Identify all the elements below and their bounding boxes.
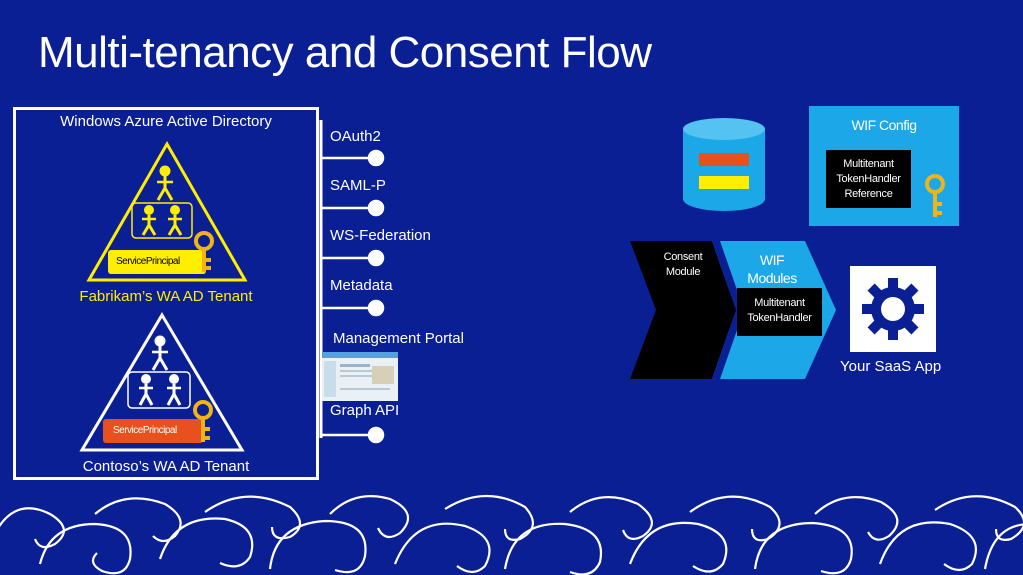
wif-config-title: WIF Config xyxy=(851,117,917,133)
consent-module-chevron xyxy=(630,241,736,379)
portal-screenshot-thumbnail xyxy=(322,352,398,401)
endpoint-dot xyxy=(367,249,385,267)
endpoint-dot xyxy=(367,426,385,444)
endpoint-dot xyxy=(367,299,385,317)
fabrikam-service-principal-label: ServicePrincipal xyxy=(116,256,180,267)
azure-ad-box xyxy=(13,107,319,480)
protocol-graph-api: Graph API xyxy=(330,402,400,419)
database-icon xyxy=(683,118,765,211)
saas-app-label: Your SaaS App xyxy=(840,358,942,375)
protocol-management-portal: Management Portal xyxy=(333,330,464,347)
gear-icon xyxy=(862,278,924,340)
group-icon xyxy=(138,374,182,406)
contoso-tenant-triangle xyxy=(79,312,245,452)
azure-ad-label: Windows Azure Active Directory xyxy=(60,113,272,130)
token-handler-box xyxy=(737,288,822,336)
group-icon xyxy=(141,205,183,236)
key-icon xyxy=(193,400,213,442)
fabrikam-tenant-triangle xyxy=(86,140,248,282)
endpoint-dot xyxy=(367,199,385,217)
key-icon xyxy=(194,231,214,272)
protocol-oauth2: OAuth2 xyxy=(330,128,381,145)
protocol-ws-federation: WS-Federation xyxy=(330,227,431,244)
key-icon xyxy=(925,174,945,217)
consent-module-label: Consent Module xyxy=(663,251,703,278)
token-handler-reference-label: Multitenant TokenHandler Reference xyxy=(836,158,901,200)
protocol-connectors xyxy=(319,120,385,444)
endpoint-dot xyxy=(367,149,385,167)
contoso-tenant-label: Contoso’s WA AD Tenant xyxy=(82,458,250,475)
person-icon xyxy=(156,165,174,201)
contoso-service-principal-label: ServicePrincipal xyxy=(113,425,177,436)
token-handler-reference-box xyxy=(826,150,911,208)
service-principal-badge xyxy=(103,419,203,443)
token-handler-label: Multitenant TokenHandler xyxy=(747,297,812,324)
service-principal-badge xyxy=(108,250,206,274)
person-icon xyxy=(151,335,169,371)
decorative-cloud-border xyxy=(0,494,1023,575)
protocol-saml-p: SAML-P xyxy=(330,177,386,194)
slide-title: Multi-tenancy and Consent Flow xyxy=(38,28,652,77)
wif-modules-label: WIF Modules xyxy=(747,252,797,286)
protocol-metadata: Metadata xyxy=(330,277,393,294)
fabrikam-tenant-label: Fabrikam’s WA AD Tenant xyxy=(79,288,253,305)
